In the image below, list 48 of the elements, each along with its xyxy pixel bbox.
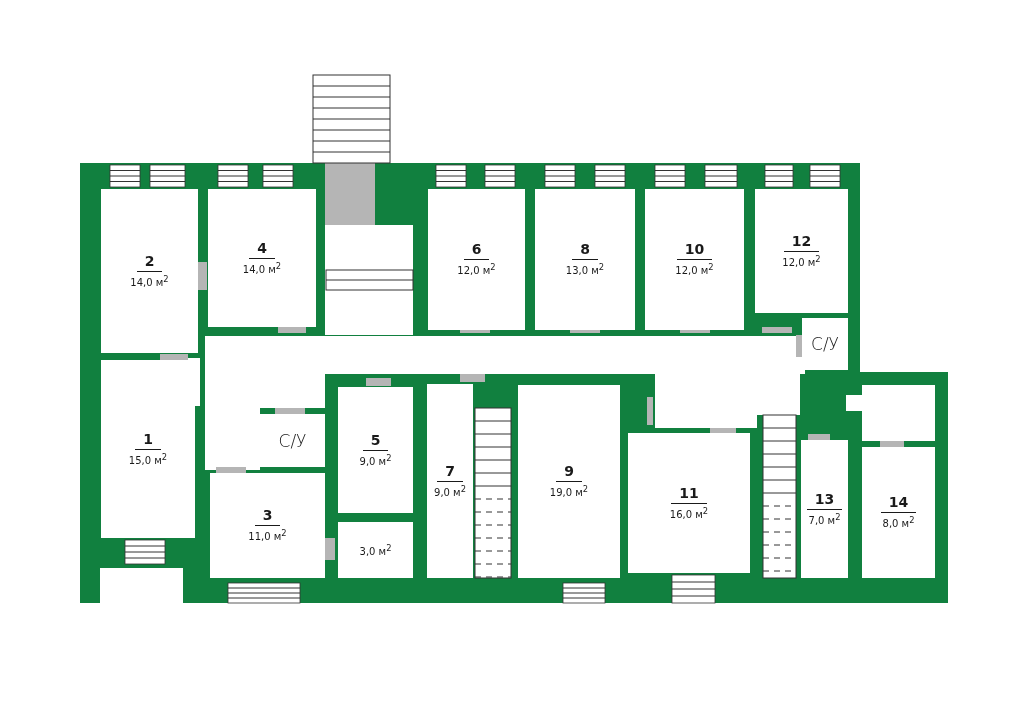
area-label: 12,0 м$^{2}$ (457, 262, 496, 278)
room (535, 189, 635, 330)
room-number: 9 (556, 463, 582, 483)
room (338, 387, 413, 513)
room-number: 6 (463, 241, 490, 261)
area-label: 14,0 м$^{2}$ (242, 260, 282, 277)
room (628, 433, 750, 573)
room-number: 13 (806, 490, 843, 510)
room-number: 1 (135, 430, 161, 450)
room-number: 5 (362, 431, 389, 451)
room-number: 10 (676, 241, 713, 261)
room-number: 8 (572, 241, 598, 261)
room (210, 473, 325, 578)
room-number: 7 (437, 462, 463, 482)
room-number: 2 (136, 252, 163, 272)
area-label: 15,0 м$^{2}$ (128, 451, 168, 468)
room-number: 12 (783, 232, 820, 252)
area-label: 7,0 м$^{2}$ (808, 511, 841, 528)
room (260, 414, 325, 467)
area-label: 12,0 м$^{2}$ (782, 253, 821, 270)
area-label: 8,0 м$^{2}$ (882, 515, 915, 531)
room-number: 4 (249, 239, 275, 259)
room (338, 522, 413, 578)
room-number: 14 (880, 494, 917, 514)
area-label: 19,0 м$^{2}$ (549, 484, 589, 500)
room-number: 11 (671, 484, 707, 504)
room (755, 189, 848, 313)
room (645, 189, 744, 330)
area-label: 12,0 м$^{2}$ (675, 262, 714, 278)
room (801, 440, 848, 578)
room-number: 3 (254, 507, 281, 527)
room (208, 189, 316, 327)
room (427, 384, 473, 578)
room (101, 360, 195, 538)
area-label: 13,0 м$^{2}$ (565, 262, 605, 278)
area-label: 16,0 м$^{2}$ (669, 505, 709, 522)
area-label: 14,0 м$^{2}$ (130, 273, 169, 290)
room (802, 318, 848, 370)
room (862, 447, 935, 578)
area-label: 9,0 м$^{2}$ (434, 483, 466, 500)
room (518, 385, 620, 578)
area-label: 3,0 м$^{2}$ (359, 543, 392, 559)
room-label: С/У (811, 334, 839, 354)
area-label: 9,0 м$^{2}$ (359, 452, 392, 469)
room (101, 189, 198, 353)
room (428, 189, 525, 330)
room-label: С/У (278, 430, 307, 451)
area-label: 11,0 м$^{2}$ (248, 528, 287, 544)
